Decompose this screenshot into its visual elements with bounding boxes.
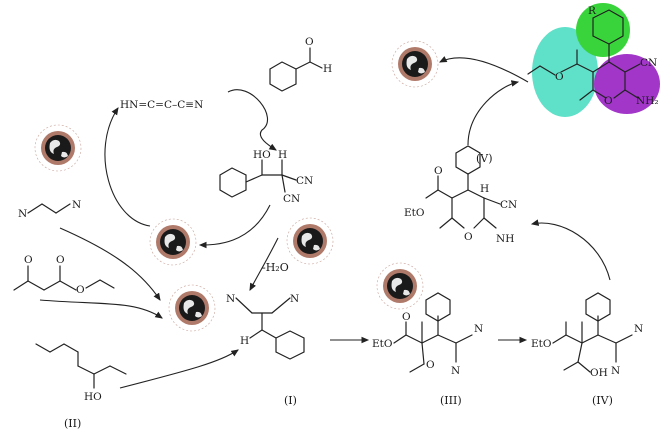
intermediate-IV: EtO OH N N <box>531 292 643 379</box>
adduct-ho: HO <box>253 149 271 161</box>
catalyst-nanoparticle-icon <box>391 40 439 88</box>
cyclic-cn: CN <box>500 199 517 211</box>
adduct-h: H <box>278 149 287 161</box>
I-h: H <box>240 335 249 347</box>
label-V: (V) <box>476 152 493 165</box>
ester-oxygen: O <box>555 71 564 83</box>
aryl-highlight <box>576 3 630 57</box>
catalyst-nanoparticle-icon <box>376 262 424 310</box>
water-loss: -H₂O <box>262 261 289 274</box>
III-o2: O <box>426 359 435 371</box>
catalyst-nanoparticle-icon <box>34 124 82 172</box>
intermediate-II: HO <box>35 343 127 403</box>
IV-n1: N <box>634 323 643 335</box>
III-n2: N <box>451 365 460 377</box>
benzaldehyde: O H <box>269 36 332 92</box>
catalyst-nanoparticle-icon <box>168 284 216 332</box>
r-group: R <box>588 5 597 17</box>
II-ho: HO <box>84 391 102 403</box>
cyclic-h: H <box>480 183 489 195</box>
imine-species: HN=C=C–C≡N <box>120 99 203 111</box>
nitrile-label: CN <box>640 57 657 69</box>
IV-eto: EtO <box>531 338 552 350</box>
ester-carbonyl-oxygen: O <box>56 254 65 266</box>
III-eto: EtO <box>372 338 393 350</box>
III-o1: O <box>402 311 411 323</box>
cyclic-eto: EtO <box>404 207 425 219</box>
label-II: (II) <box>64 417 81 430</box>
catalyst-nanoparticle-icon <box>149 218 197 266</box>
malononitrile-n-left: N <box>18 208 27 220</box>
adduct-cn-1: CN <box>296 175 313 187</box>
label-IV: (IV) <box>592 394 613 407</box>
amine-label: NH₂ <box>636 95 659 107</box>
ester-oxygen-aa: O <box>76 284 85 296</box>
malononitrile: N N <box>18 199 81 220</box>
label-III: (III) <box>440 394 462 407</box>
cyclic-nh: NH <box>496 233 514 245</box>
adduct-cn-2: CN <box>283 193 300 205</box>
IV-oh: OH <box>590 367 608 379</box>
III-n1: N <box>474 323 483 335</box>
product-V: R O CN NH₂ O <box>527 5 659 107</box>
intermediate-III: EtO O O N N <box>372 292 483 377</box>
I-n2: N <box>290 293 299 305</box>
catalyst-nanoparticle-icon <box>286 217 334 265</box>
cyclic-intermediate: H CN NH O O EtO <box>404 145 517 245</box>
intermediate-I: N N H <box>226 293 305 360</box>
ethyl-acetoacetate: O O O <box>13 254 115 296</box>
malononitrile-n-right: N <box>72 199 81 211</box>
aldehyde-oxygen: O <box>305 36 314 48</box>
I-n1: N <box>226 293 235 305</box>
reaction-arrows <box>39 56 611 389</box>
aldol-adduct: HO H CN CN <box>219 149 313 205</box>
ketone-oxygen: O <box>24 254 33 266</box>
IV-n2: N <box>611 365 620 377</box>
amino-highlight <box>594 54 660 114</box>
label-I: (I) <box>284 394 297 407</box>
ester-highlight <box>532 27 598 117</box>
cyclic-ring-o: O <box>464 231 473 243</box>
ring-oxygen: O <box>604 95 613 107</box>
aldehyde-h: H <box>323 63 332 75</box>
cyclic-o: O <box>434 165 443 177</box>
